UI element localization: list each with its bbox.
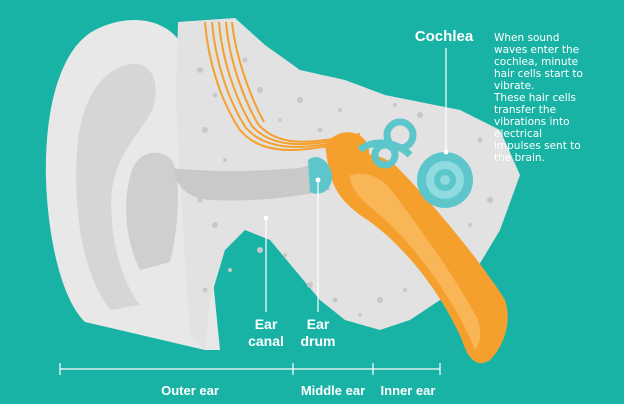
pinna-fold <box>76 63 156 310</box>
concha <box>126 152 178 270</box>
outer-ear-label: Outer ear <box>161 383 219 398</box>
ear-drum-label-line1: Ear <box>306 316 330 332</box>
description-line: the brain. <box>494 152 545 164</box>
cochlea-label: Cochlea <box>414 28 474 45</box>
ear-canal <box>172 160 330 201</box>
cochlea-shape <box>417 152 473 208</box>
ossicles <box>325 132 370 176</box>
description-line: electrical <box>494 128 543 140</box>
inner-ear-shape <box>357 118 417 169</box>
ear-canal-label-line2: canal <box>248 333 284 349</box>
middle-ear-label: Middle ear <box>300 383 366 398</box>
description-line: When sound <box>494 32 560 44</box>
description-line: cochlea, minute <box>494 56 579 68</box>
description-line: transfer the <box>494 104 557 116</box>
section-brackets <box>59 363 441 375</box>
description-line: waves enter the <box>494 44 580 56</box>
ear-drum-shape <box>308 157 333 194</box>
description-line: vibrations into <box>494 116 570 128</box>
description-line: hair cells start to <box>494 68 583 80</box>
eustachian-tube-inner <box>350 173 481 350</box>
cochlea-description: When sound waves enter the cochlea, minu… <box>494 32 620 164</box>
ear-canal-label: Ear canal <box>240 316 292 350</box>
ear-canal-label-line1: Ear <box>254 316 278 332</box>
description-line: vibrate. <box>494 80 535 92</box>
description-line: These hair cells <box>494 92 576 104</box>
description-line: impulses sent to <box>494 140 581 152</box>
ear-drum-label: Ear drum <box>292 316 344 350</box>
inner-ear-label: Inner ear <box>380 383 436 398</box>
ear-drum-label-line2: drum <box>300 333 336 349</box>
auditory-nerve <box>204 21 361 151</box>
